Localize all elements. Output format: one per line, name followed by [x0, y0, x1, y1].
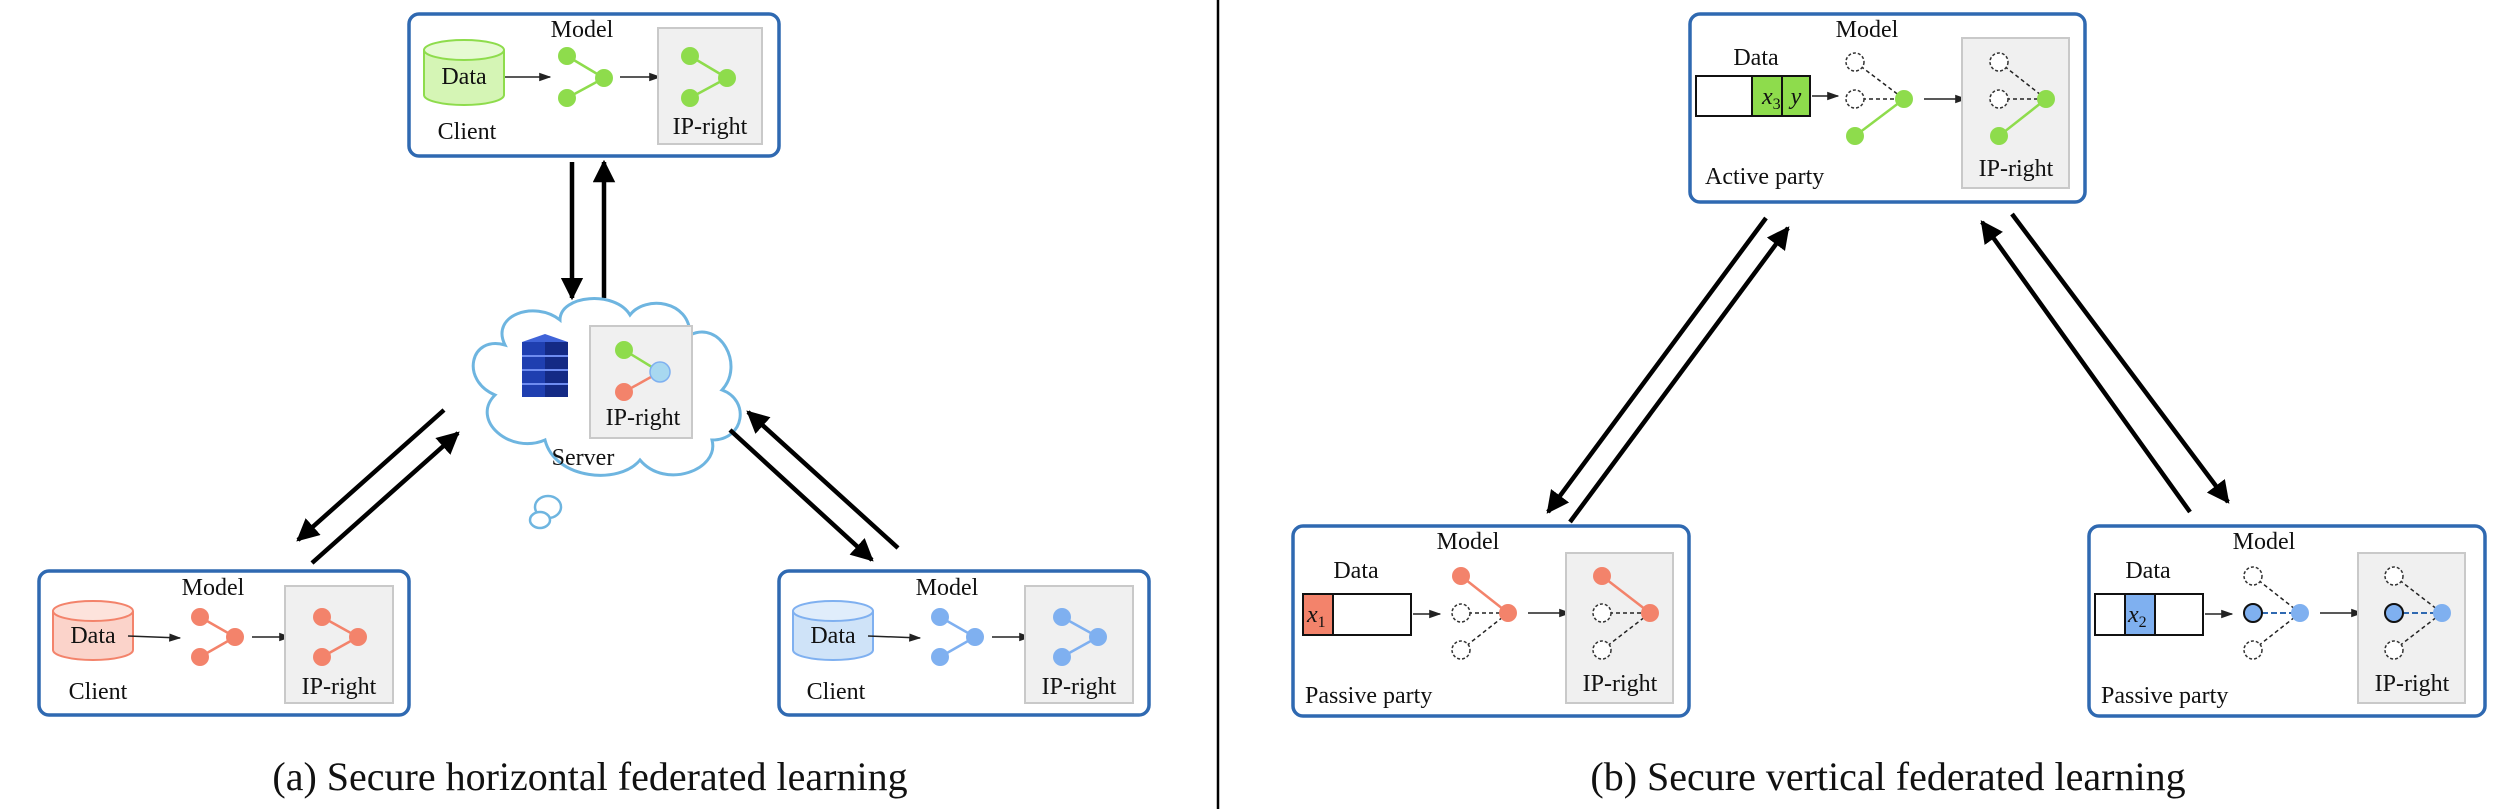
- left-client-data-cylinder: [52, 600, 134, 661]
- server-ip-model-icon: [615, 341, 671, 401]
- right-client-ip-model-icon: [1053, 608, 1107, 666]
- top-client-model-icon: [558, 47, 613, 107]
- arrow-left-to-server: [310, 431, 460, 565]
- passive-right-ip-label: IP-right: [2375, 671, 2450, 697]
- passive-left-model-icon: [1451, 567, 1517, 660]
- active-ip-box: [1961, 37, 2070, 189]
- right-client-ip-box: [1024, 585, 1134, 704]
- arrow-server-to-right: [728, 428, 874, 562]
- passive-right-model-label: Model: [2233, 529, 2296, 555]
- right-client-model-icon: [931, 608, 984, 666]
- passive-right-data-table: [2094, 593, 2204, 636]
- caption-a: (a) Secure horizontal federated learning: [272, 754, 907, 799]
- arrow-server-to-left: [296, 408, 446, 542]
- passive-right-ip-model-icon: [2384, 566, 2451, 660]
- passive-left-ip-box: [1565, 552, 1674, 704]
- active-party-label: Active party: [1705, 164, 1824, 190]
- right-client-ip-label: IP-right: [1042, 674, 1117, 700]
- server-label: Server: [552, 445, 615, 471]
- active-model-icon: [1845, 52, 1913, 145]
- arrow-right-to-server: [746, 410, 900, 550]
- arrow-passive-left-to-active: [1568, 226, 1790, 524]
- passive-left-party-label: Passive party: [1305, 683, 1432, 709]
- left-client-client-label: Client: [69, 679, 128, 705]
- right-client-data-cylinder: [792, 600, 874, 661]
- right-client-box: Model Data IP-right Client: [777, 569, 1151, 717]
- top-client-ip-model-icon: [681, 47, 736, 107]
- right-client-model-label: Model: [916, 575, 979, 601]
- caption-b: (b) Secure vertical federated learning: [1590, 754, 2185, 799]
- passive-right-model-icon: [2243, 566, 2309, 660]
- active-target-label: y: [1789, 84, 1802, 110]
- passive-left-ip-label: IP-right: [1583, 671, 1658, 697]
- active-data-label: Data: [1733, 45, 1779, 71]
- top-client-box: Model Data IP-right Client: [407, 12, 781, 158]
- arrow-active-to-passive-left: [1546, 216, 1768, 514]
- active-data-table: [1695, 75, 1811, 117]
- top-client-ip-label: IP-right: [673, 114, 748, 140]
- top-client-data-label: Data: [441, 64, 487, 90]
- arrow-active-to-passive-right: [2010, 212, 2230, 504]
- active-ip-label: IP-right: [1979, 156, 2054, 182]
- passive-left-box: Model Data x1 IP-right Pass: [1291, 524, 1691, 718]
- passive-right-ip-box: [2357, 552, 2466, 704]
- active-model-label: Model: [1836, 17, 1899, 43]
- passive-right-box: Model Data x2 IP-right: [2087, 524, 2487, 718]
- left-client-model-icon: [191, 608, 244, 666]
- top-client-client-label: Client: [438, 119, 497, 145]
- top-client-data-cylinder: [423, 39, 505, 106]
- active-party-box: Model Data x3 y IP-r: [1688, 12, 2087, 204]
- top-client-model-label: Model: [551, 17, 614, 43]
- passive-right-data-label: Data: [2125, 558, 2171, 584]
- passive-left-model-label: Model: [1437, 529, 1500, 555]
- right-client-client-label: Client: [807, 679, 866, 705]
- server-ip-label: IP-right: [606, 405, 681, 431]
- active-ip-model-icon: [1989, 52, 2055, 145]
- left-client-ip-label: IP-right: [302, 674, 377, 700]
- passive-left-data-label: Data: [1333, 558, 1379, 584]
- passive-left-ip-model-icon: [1592, 567, 1659, 660]
- passive-right-party-label: Passive party: [2101, 683, 2228, 709]
- arrow-passive-right-to-active: [1980, 220, 2192, 514]
- server-stack-icon: [522, 334, 568, 397]
- left-client-data-label: Data: [70, 623, 116, 649]
- passive-right-feature-label: x2: [2127, 602, 2147, 631]
- left-client-box: Model Data IP-right Client: [37, 569, 411, 717]
- passive-left-data-table: [1302, 593, 1412, 636]
- left-client-model-label: Model: [182, 575, 245, 601]
- left-client-ip-box: [284, 585, 394, 704]
- passive-left-feature-label: x1: [1306, 602, 1326, 631]
- left-client-ip-model-icon: [313, 608, 367, 666]
- right-client-data-label: Data: [810, 623, 856, 649]
- active-feature-label: x3: [1761, 84, 1781, 113]
